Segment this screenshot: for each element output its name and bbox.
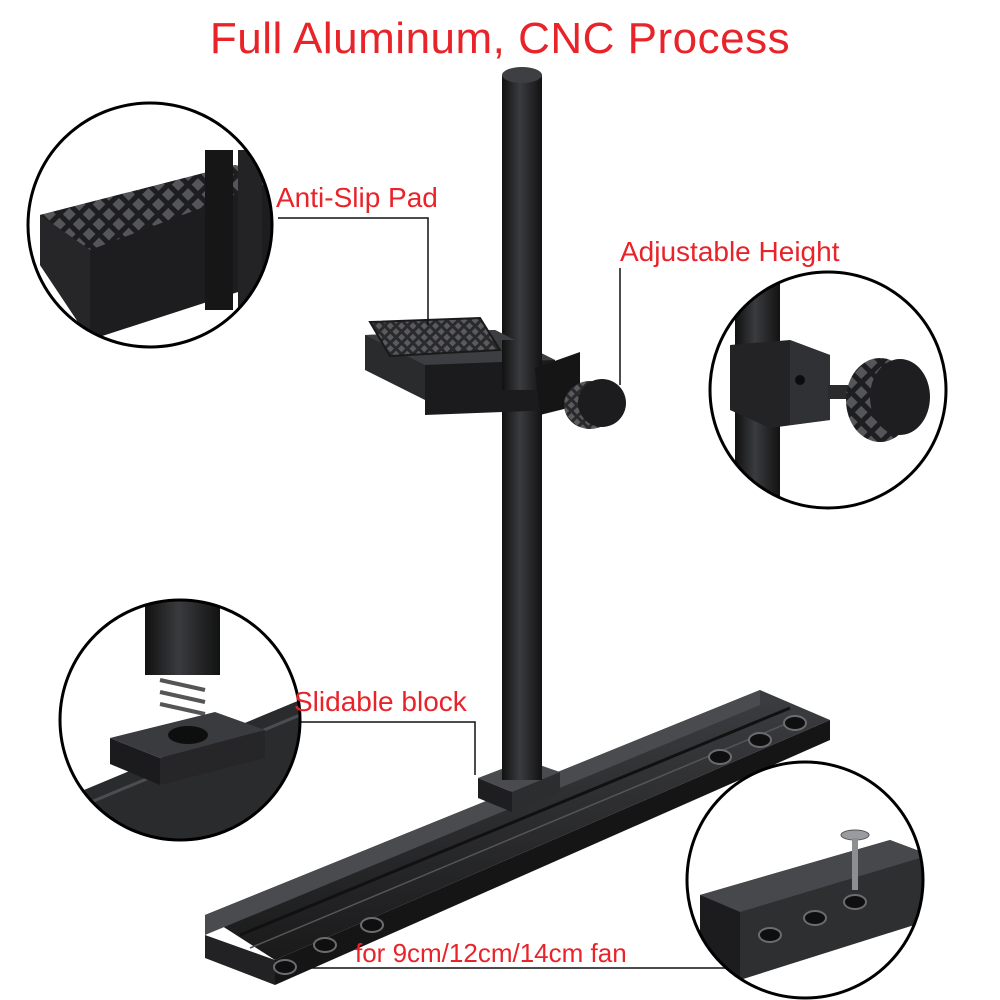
rail-holes bbox=[273, 715, 807, 975]
detail-circle-anti-slip-pad bbox=[26, 101, 274, 349]
callout-fan-sizes: for 9cm/12cm/14cm fan bbox=[355, 938, 627, 968]
detail-circle-rail-screw bbox=[685, 760, 925, 1000]
callout-anti-slip-pad: Anti-Slip Pad bbox=[276, 182, 438, 213]
callout-adjustable-height: Adjustable Height bbox=[620, 236, 840, 267]
page-title: Full Aluminum, CNC Process bbox=[209, 14, 791, 63]
callout-slidable-block: Slidable block bbox=[294, 686, 467, 717]
detail-circle-slidable-block bbox=[58, 598, 302, 842]
vertical-rod bbox=[502, 67, 542, 780]
leader-lines bbox=[278, 217, 752, 969]
detail-circle-adjustable-height bbox=[708, 270, 948, 510]
base-rail bbox=[205, 690, 830, 985]
height-clamp bbox=[365, 316, 580, 415]
thumb-knob bbox=[564, 379, 626, 429]
